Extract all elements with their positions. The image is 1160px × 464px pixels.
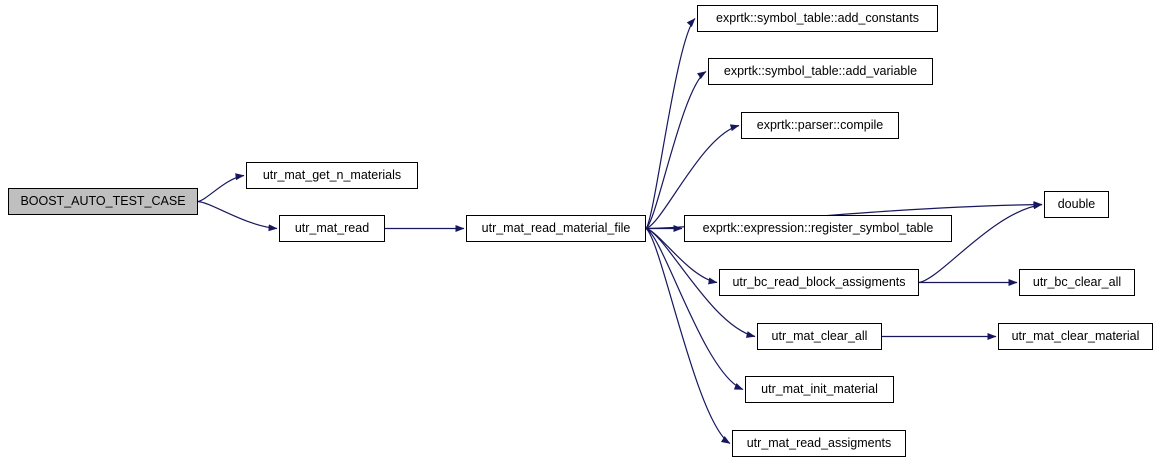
graph-node-n3[interactable]: utr_mat_read_material_file	[466, 215, 646, 242]
graph-node-label: utr_bc_read_block_assigments	[732, 275, 906, 290]
graph-node-n4[interactable]: exprtk::symbol_table::add_constants	[697, 5, 938, 32]
graph-node-label: double	[1057, 197, 1096, 212]
graph-edge-n3-to-n6	[645, 124, 740, 230]
graph-node-label: utr_mat_read_material_file	[481, 221, 631, 236]
graph-node-label: utr_mat_clear_material	[1011, 329, 1140, 344]
graph-edge-n3-to-n11	[645, 228, 731, 445]
graph-edge-n0-to-n1	[197, 173, 245, 203]
graph-node-n8[interactable]: utr_bc_read_block_assigments	[719, 269, 919, 296]
graph-node-label: exprtk::symbol_table::add_constants	[716, 11, 919, 26]
graph-node-n0[interactable]: BOOST_AUTO_TEST_CASE	[8, 188, 198, 215]
graph-node-n2[interactable]: utr_mat_read	[279, 215, 385, 242]
graph-edge-n3-to-n5	[645, 70, 707, 229]
graph-node-n14[interactable]: utr_mat_clear_material	[998, 323, 1153, 350]
graph-node-label: BOOST_AUTO_TEST_CASE	[20, 194, 186, 209]
graph-node-label: utr_mat_get_n_materials	[262, 168, 402, 183]
graph-node-n7[interactable]: exprtk::expression::register_symbol_tabl…	[684, 215, 952, 242]
graph-node-label: exprtk::parser::compile	[756, 118, 884, 133]
graph-edge-n3-to-n9	[645, 227, 756, 338]
graph-node-n12[interactable]: double	[1044, 191, 1109, 218]
graph-edge-n0-to-n2	[197, 200, 278, 232]
graph-node-label: utr_mat_read	[294, 221, 370, 236]
graph-node-label: exprtk::expression::register_symbol_tabl…	[702, 221, 934, 236]
graph-edge-n8-to-n12	[918, 202, 1043, 284]
graph-node-label: utr_bc_clear_all	[1032, 275, 1122, 290]
graph-node-n1[interactable]: utr_mat_get_n_materials	[246, 162, 418, 189]
graph-node-label: utr_mat_init_material	[761, 382, 878, 397]
graph-node-n9[interactable]: utr_mat_clear_all	[757, 323, 882, 350]
graph-node-n6[interactable]: exprtk::parser::compile	[741, 112, 899, 139]
graph-edge-n3-to-n4	[645, 18, 696, 229]
graph-node-label: exprtk::symbol_table::add_variable	[723, 64, 918, 79]
graph-node-label: utr_mat_clear_all	[771, 329, 868, 344]
graph-node-n5[interactable]: exprtk::symbol_table::add_variable	[708, 58, 933, 85]
graph-node-n10[interactable]: utr_mat_init_material	[745, 376, 894, 403]
graph-node-n11[interactable]: utr_mat_read_assigments	[732, 430, 906, 457]
graph-node-label: utr_mat_read_assigments	[746, 436, 892, 451]
graph-node-n13[interactable]: utr_bc_clear_all	[1019, 269, 1135, 296]
graph-edge-n3-to-n10	[645, 227, 744, 391]
